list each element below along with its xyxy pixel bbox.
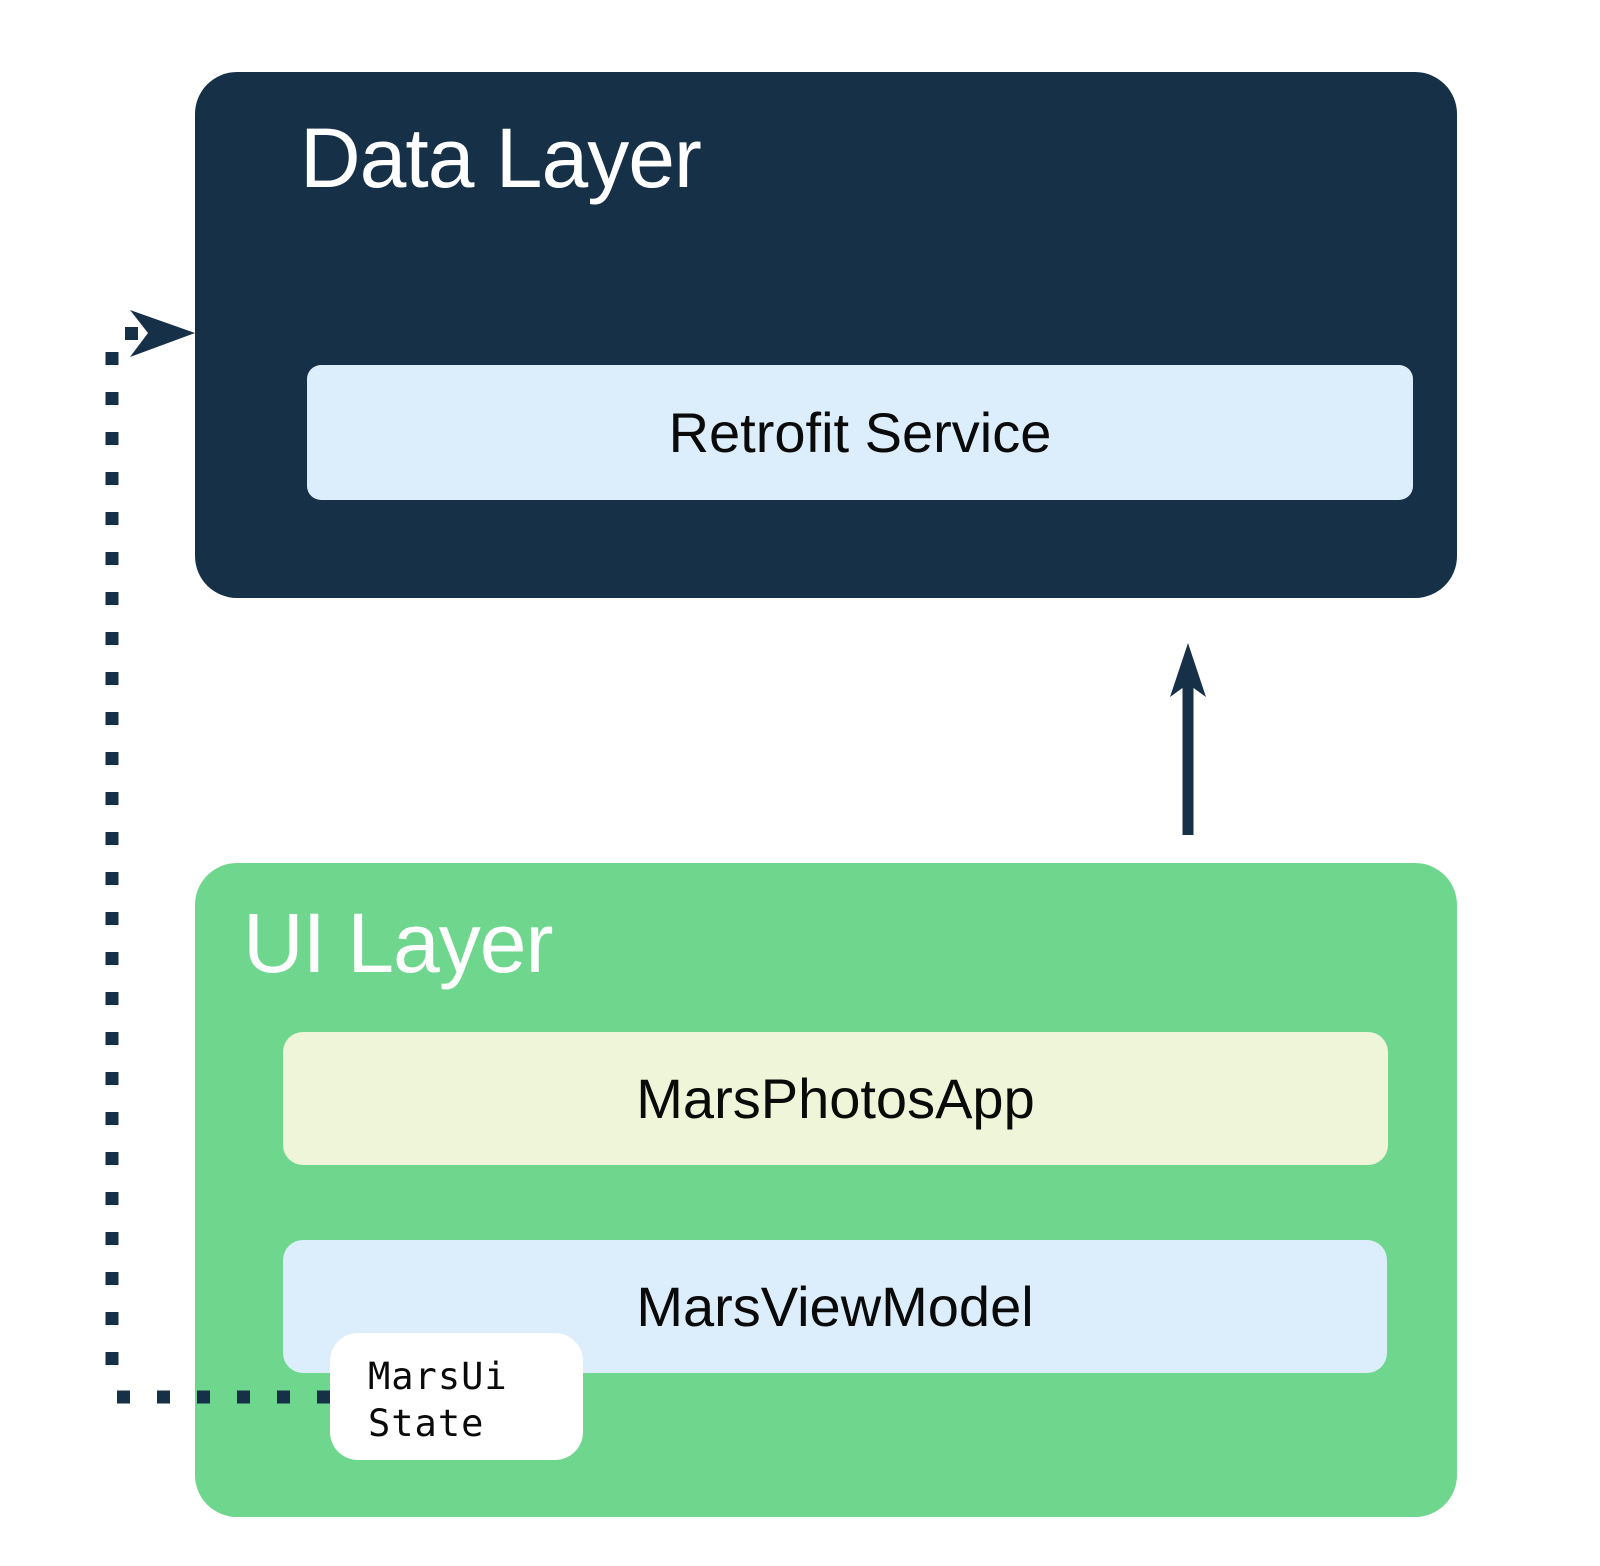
chevron-arrowhead-icon	[130, 310, 195, 357]
mars-ui-state-box: MarsUi State	[330, 1333, 583, 1460]
arrow-ui-to-data	[1170, 643, 1206, 835]
mars-ui-state-label-line1: MarsUi	[368, 1355, 508, 1398]
data-layer-box: Data Layer Retrofit Service	[195, 72, 1457, 598]
mars-ui-state-label-line2: State	[368, 1401, 485, 1445]
retrofit-service-label: Retrofit Service	[668, 400, 1052, 464]
ui-layer-title: UI Layer	[243, 896, 553, 990]
mars-photos-app-label: MarsPhotosApp	[636, 1066, 1035, 1130]
ui-layer-box: UI Layer MarsPhotosApp MarsViewModel Mar…	[195, 863, 1457, 1517]
data-layer-title: Data Layer	[300, 111, 702, 205]
mars-photos-app-box: MarsPhotosApp	[283, 1032, 1388, 1165]
mars-view-model-label: MarsViewModel	[636, 1274, 1034, 1338]
retrofit-service-box: Retrofit Service	[307, 365, 1413, 500]
